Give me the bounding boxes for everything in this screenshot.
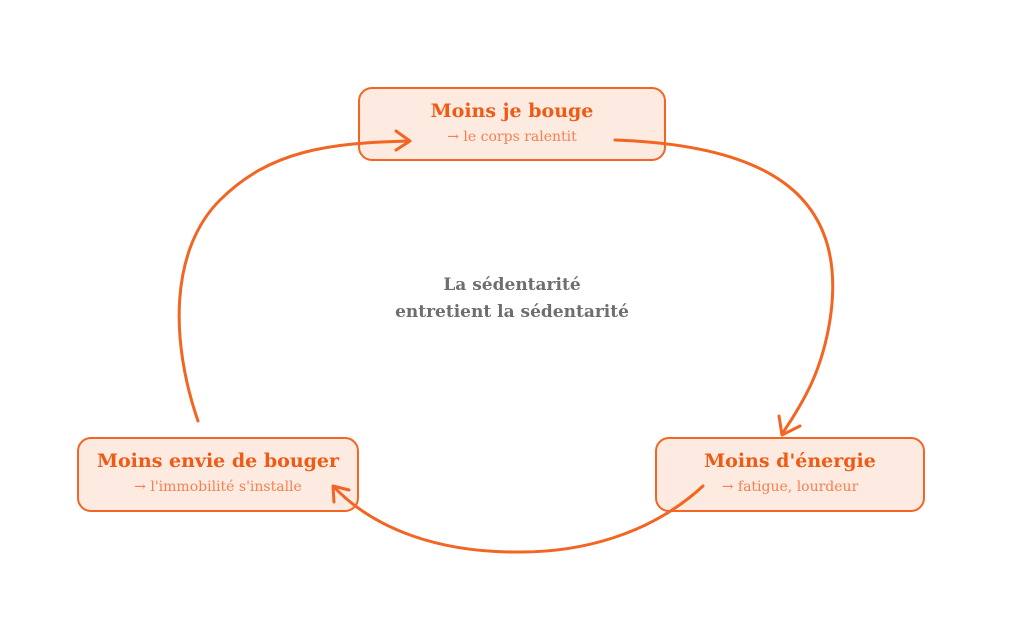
center-caption-line1: La sédentarité: [443, 275, 581, 295]
node-subtitle: → fatigue, lourdeur: [721, 479, 859, 495]
node-title: Moins je bouge: [430, 100, 594, 122]
node-title: Moins envie de bouger: [96, 450, 340, 472]
node-subtitle: → l'immobilité s'installe: [134, 479, 302, 495]
node-moins-d-energie: Moins d'énergie → fatigue, lourdeur: [655, 437, 925, 512]
center-caption: La sédentarité entretient la sédentarité: [362, 272, 662, 326]
center-caption-line2: entretient la sédentarité: [395, 302, 629, 322]
node-subtitle: → le corps ralentit: [447, 129, 577, 145]
arrow-right-to-left-icon: [331, 484, 705, 554]
node-title: Moins d'énergie: [704, 450, 876, 472]
node-moins-envie-de-bouger: Moins envie de bouger → l'immobilité s'i…: [77, 437, 359, 512]
node-moins-je-bouge: Moins je bouge → le corps ralentit: [358, 87, 666, 161]
